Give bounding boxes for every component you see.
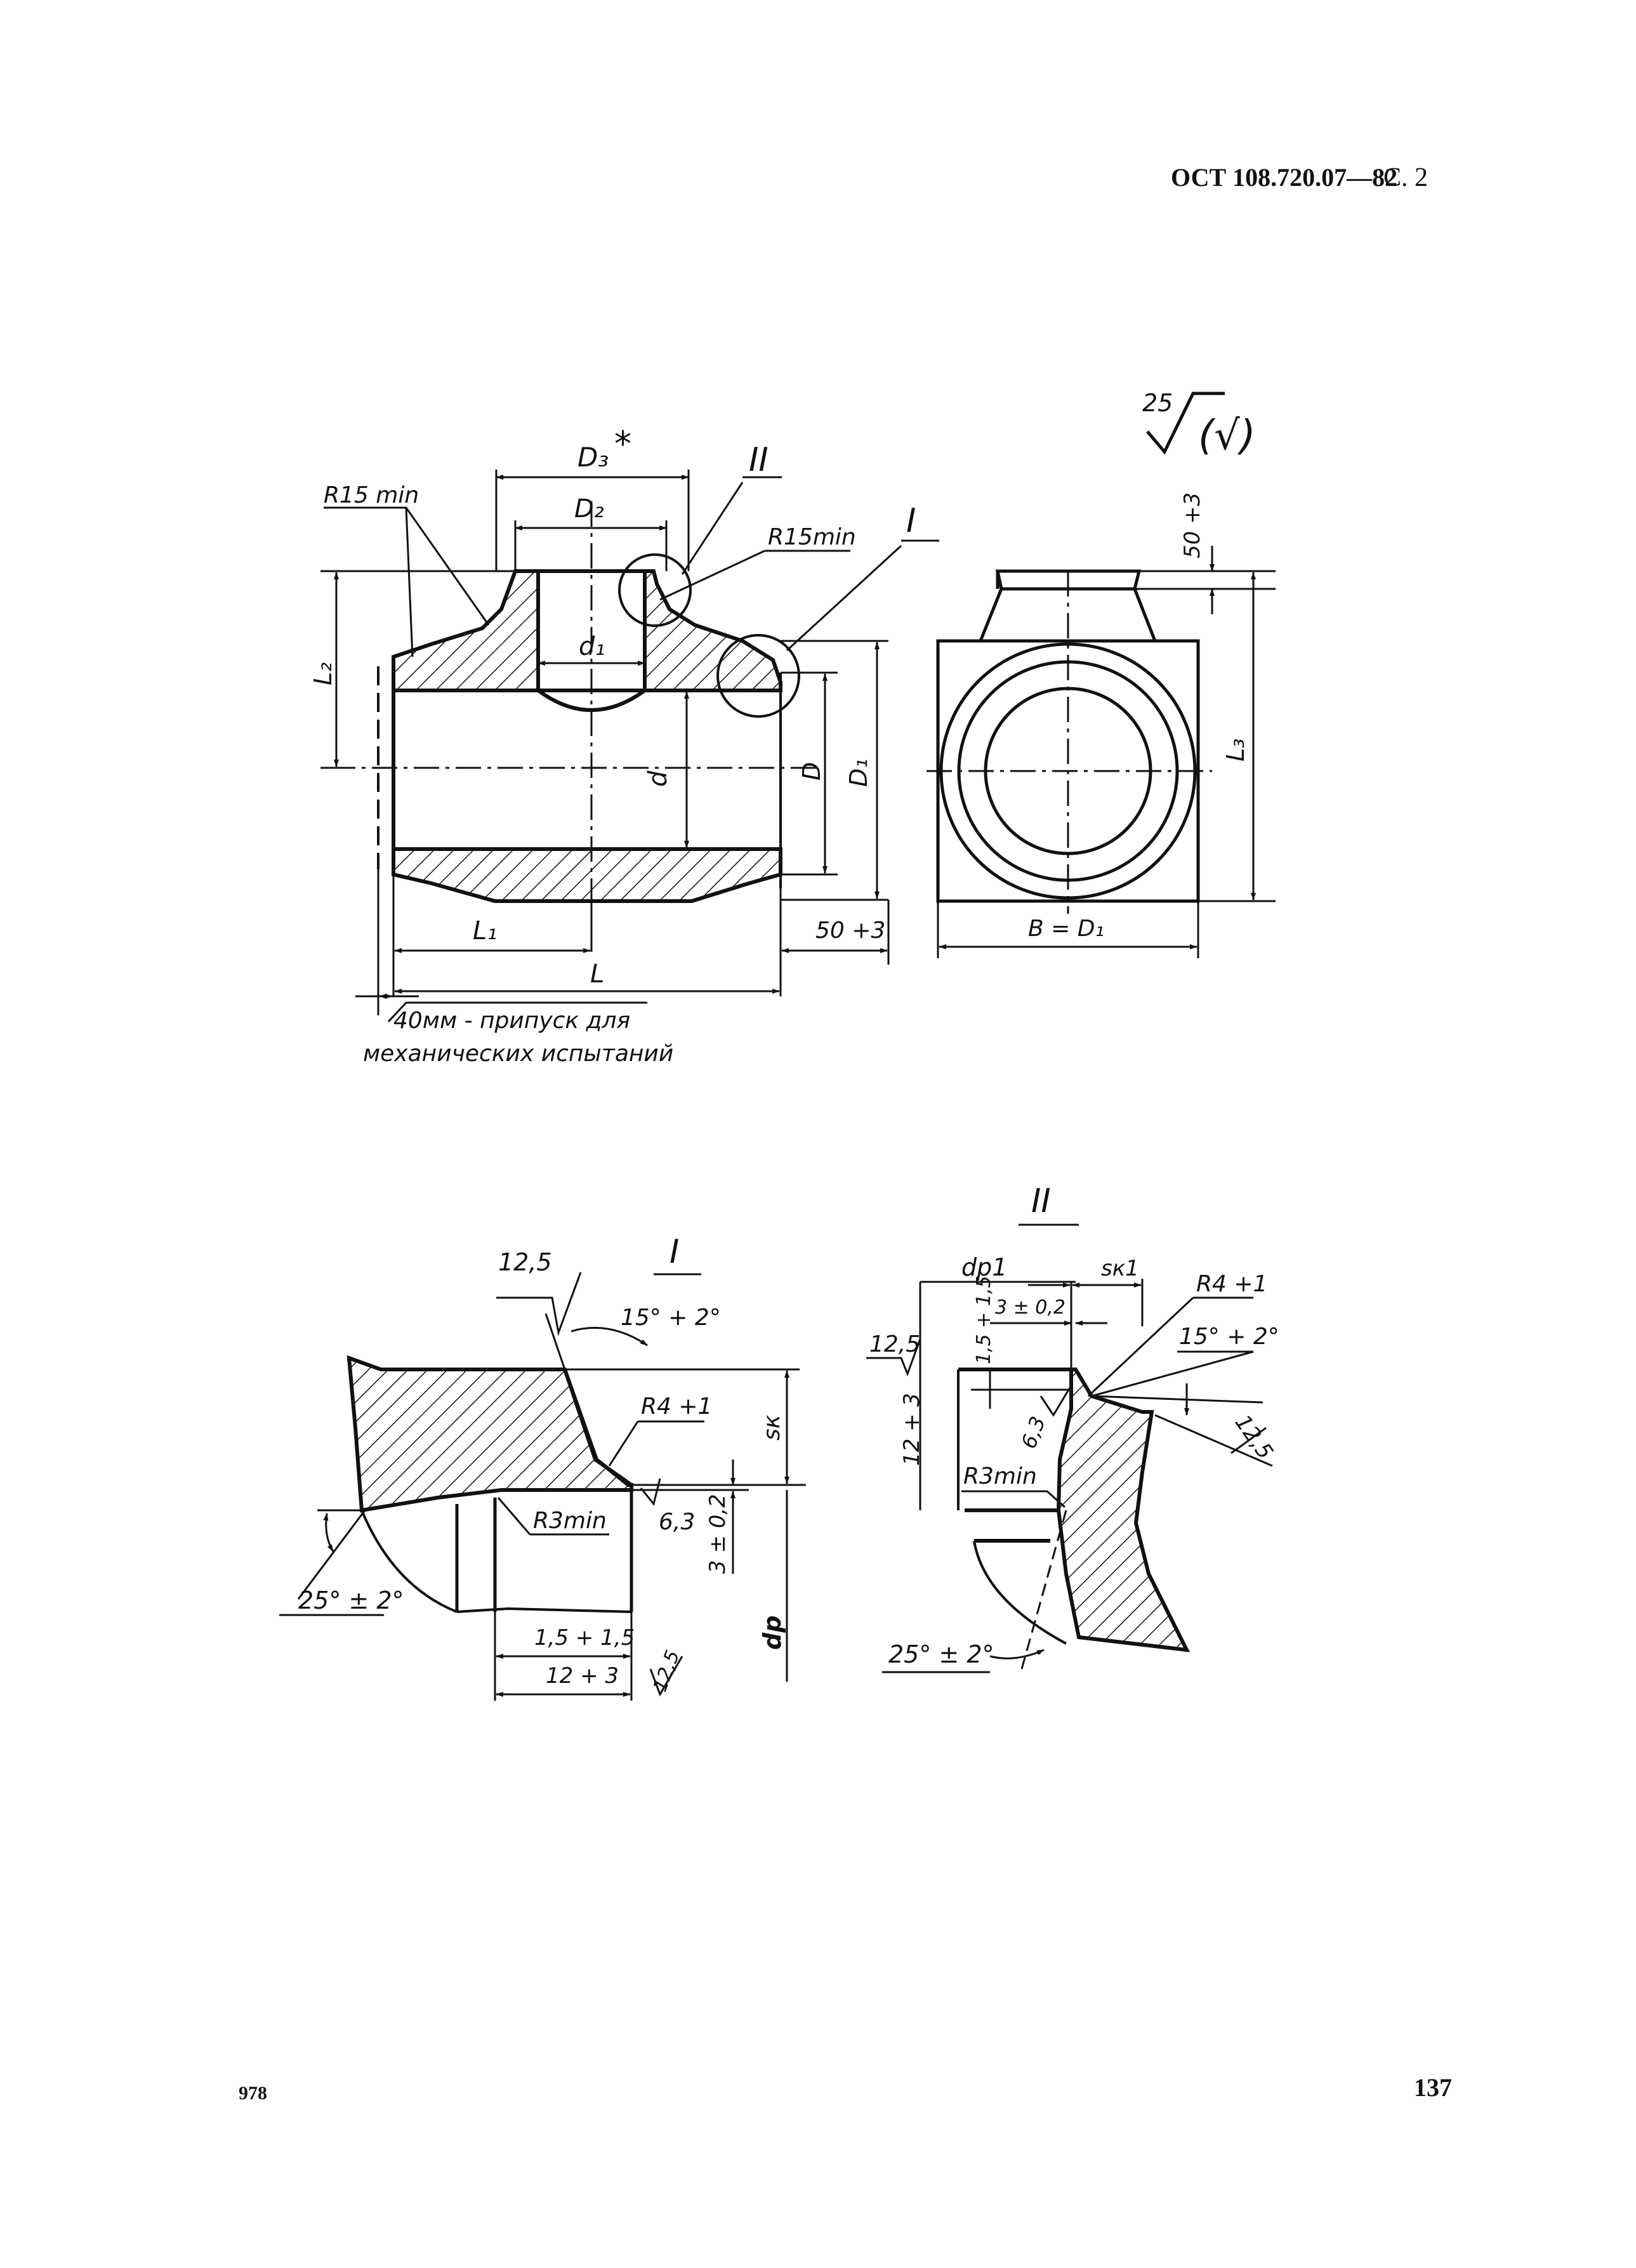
detail-I-dim12: 12 + 3 <box>546 1663 619 1689</box>
detail-II: II dp1 sк1 R4 +1 3 ± 0,2 1,5 + 1,5 12,5 … <box>866 1182 1279 1673</box>
label-D3: D₃ <box>577 442 609 473</box>
detail-I-R4: R4 +1 <box>641 1394 712 1420</box>
label-R15-left: R15 min <box>324 482 419 508</box>
detail-I-angle25: 25° ± 2° <box>298 1586 404 1614</box>
detail-I-angle15: 15° + 2° <box>621 1305 721 1331</box>
note-line-2: механических испытаний <box>363 1041 673 1067</box>
label-B: B = D₁ <box>1028 916 1104 942</box>
detail-II-rough63: 6,3 <box>1017 1413 1050 1452</box>
detail-I-sk: sк <box>759 1414 785 1441</box>
label-L2: L₂ <box>309 663 337 685</box>
detail-I-R3: R3min <box>533 1508 607 1534</box>
detail-II-rough-left: 12,5 <box>869 1331 920 1357</box>
detail-II-title: II <box>1031 1182 1051 1220</box>
note-line-1: 40мм - припуск для <box>393 1008 630 1034</box>
roughness-paren: (√) <box>1198 412 1256 459</box>
standard-number: ОСТ 108.720.07—82 <box>1171 163 1398 192</box>
label-50-main: 50 +3 <box>815 918 885 944</box>
detail-II-angle15: 15° + 2° <box>1179 1324 1279 1350</box>
detail-I-dim15: 1,5 + 1,5 <box>534 1625 635 1651</box>
label-L: L <box>590 959 604 989</box>
label-R15-right: R15min <box>768 524 856 550</box>
detail-I-title: I <box>670 1233 679 1271</box>
callout-label-II: II <box>749 441 769 479</box>
detail-I-rough63: 6,3 <box>659 1509 695 1535</box>
detail-II-dim15: 1,5 + 1,5 <box>973 1276 995 1364</box>
roughness-symbol: 25 (√) <box>1142 389 1256 459</box>
detail-I: I 12,5 15° + 2° R4 +1 sк 6,3 3 ± 0,2 R3m… <box>279 1233 806 1701</box>
detail-I-section <box>346 1355 633 1513</box>
section-top-right <box>643 569 782 692</box>
detail-II-R4: R4 +1 <box>1196 1271 1267 1297</box>
footer-page-number: 137 <box>1414 2073 1452 2102</box>
footer-left-number: 978 <box>239 2083 267 2104</box>
label-L1: L₁ <box>473 916 497 946</box>
page-label: С. 2 <box>1383 163 1428 192</box>
detail-I-dp: dp <box>758 1616 786 1650</box>
callout-circle-II <box>618 553 692 627</box>
roughness-value: 25 <box>1142 389 1173 417</box>
detail-II-R3: R3min <box>963 1463 1037 1489</box>
side-view: 50 +3 L₃ B = D₁ <box>927 492 1276 958</box>
section-bottom <box>392 847 782 903</box>
callout-label-I: I <box>906 502 916 540</box>
label-d: d <box>643 770 673 787</box>
detail-I-rough-top: 12,5 <box>498 1248 552 1276</box>
label-D: D <box>798 762 826 781</box>
label-d1: d₁ <box>579 632 605 661</box>
detail-II-section <box>1056 1368 1191 1652</box>
label-D1: D₁ <box>845 759 873 788</box>
detail-II-dp1: dp1 <box>961 1253 1007 1281</box>
label-L3: L₃ <box>1222 739 1250 761</box>
callout-circle-I <box>716 634 800 718</box>
main-view: D₃ * D₂ d₁ d D D₁ L₂ R15 min II R15min I <box>309 424 939 1067</box>
detail-II-angle25: 25° ± 2° <box>888 1640 994 1668</box>
label-D2: D₂ <box>574 494 604 524</box>
label-50-side: 50 +3 <box>1180 492 1205 558</box>
label-star: * <box>614 424 631 464</box>
detail-II-sk1: sк1 <box>1101 1256 1139 1281</box>
section-top-left <box>392 569 540 692</box>
detail-II-dim12: 12 + 3 <box>899 1393 925 1466</box>
detail-I-dim3: 3 ± 0,2 <box>705 1494 730 1574</box>
detail-I-rough-bottom: 12,5 <box>649 1647 685 1695</box>
detail-II-dim3: 3 ± 0,2 <box>995 1296 1065 1319</box>
